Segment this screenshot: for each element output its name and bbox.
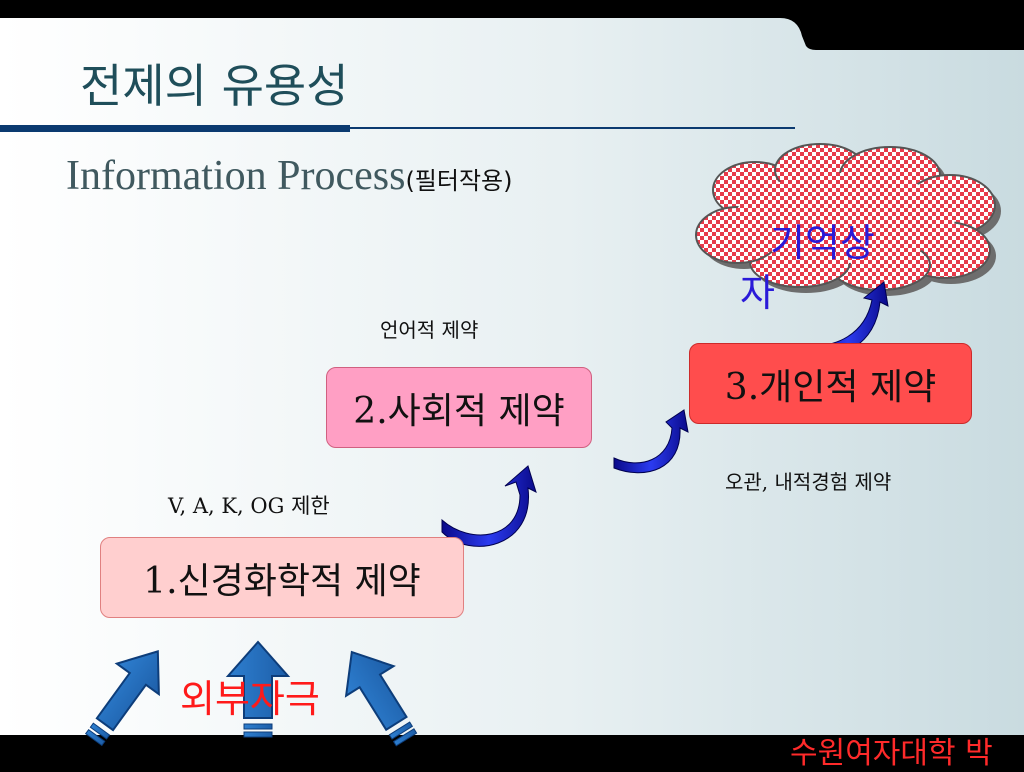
step3-label: 3.개인적 제약 xyxy=(724,366,937,408)
step3-note: 오관, 내적경험 제약 xyxy=(725,470,892,494)
stimulus-arrow-left-icon xyxy=(84,650,160,747)
step2-note: 언어적 제약 xyxy=(380,318,479,342)
step3-box: 3.개인적 제약 xyxy=(689,343,972,424)
curved-arrow-2-icon xyxy=(613,409,689,474)
stimulus-arrow-center-icon xyxy=(225,640,291,738)
external-stimulus-label: 외부자극 xyxy=(180,677,320,721)
step1-label: 1.신경화학적 제약 xyxy=(143,560,421,602)
step1-box: 1.신경화학적 제약 xyxy=(100,537,464,618)
footer-text: 수원여자대학 박 xyxy=(790,736,993,771)
stimulus-arrow-right-icon xyxy=(344,650,418,747)
step2-box: 2.사회적 제약 xyxy=(326,367,592,448)
subtitle-paren: (필터작용) xyxy=(405,167,513,195)
cloud-text-line1: 기억상 xyxy=(770,221,875,265)
step1-note: V, A, K, OG 제한 xyxy=(168,494,330,518)
cloud-text-line2: 자 xyxy=(740,271,775,315)
slide-subtitle: Information Process(필터작용) xyxy=(66,152,512,200)
subtitle-main: Information Process xyxy=(66,153,406,199)
step2-label: 2.사회적 제약 xyxy=(353,390,565,432)
curved-arrow-1-icon xyxy=(441,465,537,547)
slide-title: 전제의 유용성 xyxy=(80,59,349,113)
